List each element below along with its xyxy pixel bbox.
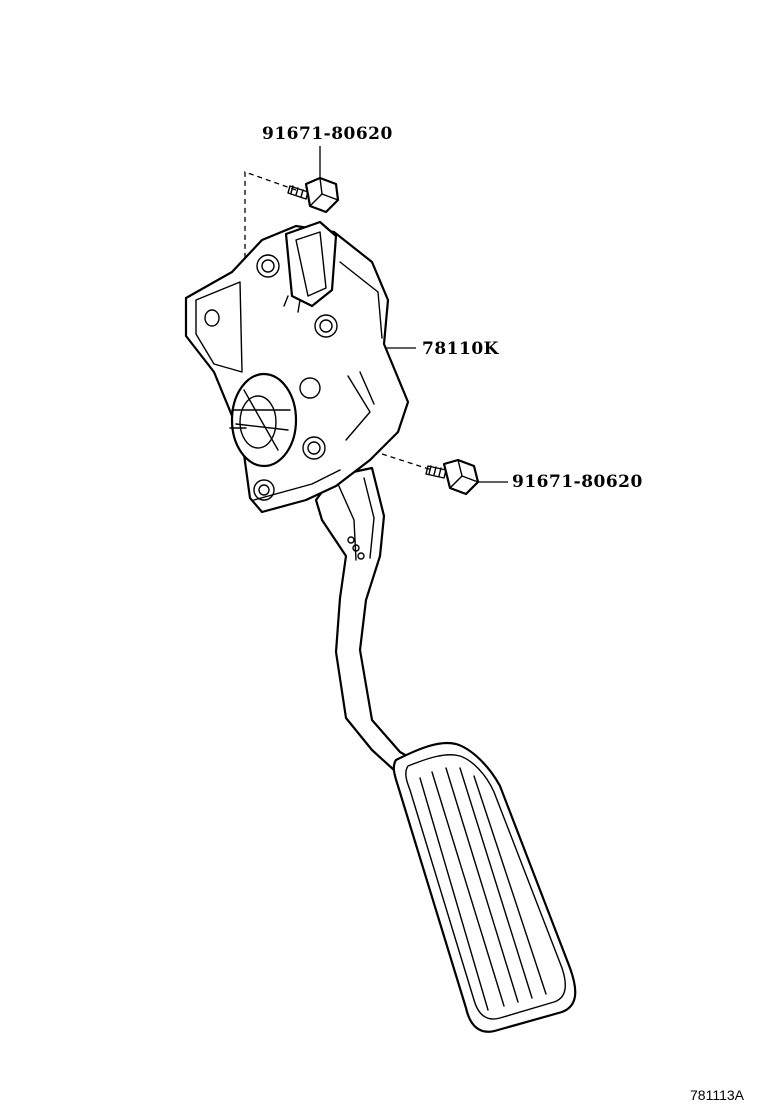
bolt-top-icon (287, 176, 340, 214)
connector-icon (284, 220, 338, 308)
figure-code: 781113A (690, 1087, 744, 1103)
pedal-pad (392, 741, 577, 1033)
rotor-hub-icon (230, 372, 298, 468)
callout-bolt-top: 91671-80620 (262, 124, 393, 144)
callout-pedal-assembly: 78110K (422, 339, 499, 359)
sensor-housing (184, 220, 410, 514)
bolt-right-icon (425, 458, 480, 496)
mounting-hole-icon (204, 309, 220, 327)
callout-bolt-right: 91671-80620 (512, 472, 643, 492)
boss-icon (256, 254, 280, 278)
dashed-guide-right (381, 453, 433, 471)
pedal-arm (314, 466, 416, 772)
